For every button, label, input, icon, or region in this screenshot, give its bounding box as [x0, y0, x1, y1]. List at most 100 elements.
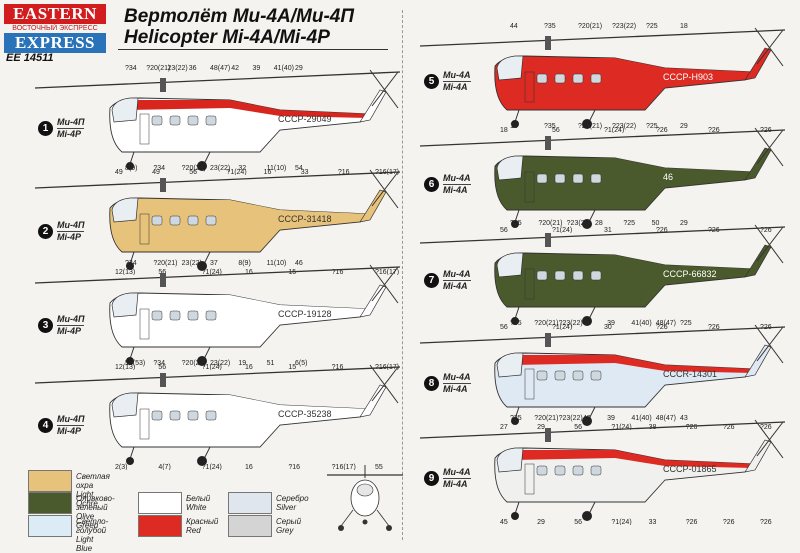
callout-number: ?1(24) — [202, 364, 222, 370]
callout-number: 12(13) — [115, 269, 135, 275]
callout-number: ?1(24) — [226, 169, 246, 175]
callout-number: 2(3) — [115, 464, 127, 470]
callout-number: 28 — [595, 220, 603, 227]
callout-number: ?16(17) — [332, 464, 356, 470]
callout-number: ?1(24) — [611, 424, 631, 430]
callout-number: 46 — [295, 260, 303, 267]
callout-number: 15 — [288, 364, 296, 370]
option-name-ru: Ми-4А — [443, 70, 471, 82]
main-rotor-blade — [34, 366, 401, 384]
cockpit-glazing — [111, 197, 139, 223]
legend-en: Grey — [276, 526, 294, 535]
callout-number: ?23(22) — [567, 220, 591, 227]
callout-number: ?26 — [723, 519, 735, 525]
brand-logo: EASTERN ВОСТОЧНЫЙ ЭКСПРЕСС EXPRESS — [4, 4, 106, 53]
cockpit-glazing — [496, 352, 524, 378]
callout-number: 38 — [649, 424, 657, 430]
callout-number: ?26 — [656, 324, 668, 330]
column-divider — [402, 10, 404, 540]
nose-wheel — [511, 120, 519, 128]
callout-number: 23(22) — [182, 260, 202, 267]
callout-number: ?26 — [760, 324, 772, 330]
callout-number: ?23(22) — [559, 415, 583, 422]
callout-number: 31 — [604, 227, 612, 233]
cockpit-glazing — [496, 155, 524, 181]
catalog-number: EE 14511 — [6, 52, 54, 64]
callout-number: 39 — [607, 320, 615, 327]
legend-en: Red — [186, 526, 201, 535]
registration-number: 46 — [663, 172, 673, 182]
legend-ru: Серый — [276, 517, 302, 526]
tail-rotor-blade — [756, 226, 784, 262]
tail-pylon — [359, 384, 387, 418]
fuselage-top-band — [125, 395, 370, 413]
callout-number: ?16(17) — [375, 269, 399, 275]
option-name-ru: Ми-4А — [443, 467, 471, 479]
callout-number: 16 — [245, 269, 253, 275]
callout-number: ?25 — [646, 23, 658, 30]
tail-rotor-blade — [754, 127, 784, 167]
callout-number: ?34 — [153, 360, 165, 367]
cockpit-glazing — [496, 252, 524, 278]
callout-number: 51 — [267, 360, 275, 367]
option-number: 1 — [38, 120, 53, 136]
callout-number: ?35 — [510, 220, 522, 227]
callout-number: 4(7) — [158, 464, 170, 470]
callout-number: 30 — [604, 324, 612, 330]
cabin-window — [151, 410, 163, 421]
cockpit-glazing — [496, 55, 524, 81]
nose-gear-strut — [129, 251, 135, 265]
rotor-mast — [545, 136, 551, 150]
brand-line2: ВОСТОЧНЫЙ ЭКСПРЕСС — [12, 25, 98, 32]
cabin-window — [205, 115, 217, 126]
callout-number: 16 — [245, 464, 253, 470]
fuselage-top-band — [510, 355, 755, 373]
callout-number: ?26 — [686, 424, 698, 430]
tail-pylon — [359, 284, 387, 318]
cabin-window — [590, 270, 602, 281]
callout-number: ?20(21) — [153, 260, 177, 267]
nose-wheel — [511, 417, 519, 425]
legend-ru: Светлая охра — [76, 472, 110, 490]
option-name-ru: Ми-4П — [57, 414, 85, 426]
rotor-mast — [545, 233, 551, 247]
callout-number: 56 — [574, 424, 582, 430]
callout-number: 18 — [500, 127, 508, 133]
callout-number: 56 — [189, 169, 197, 175]
nose-gear-strut — [129, 446, 135, 460]
callout-number: 32 — [238, 165, 246, 172]
callout-number: 23(22) — [210, 165, 230, 172]
cabin-window — [536, 465, 548, 476]
callout-number: ?20(21) — [146, 65, 170, 72]
callout-number: 56 — [500, 227, 508, 233]
callout-number: 29 — [537, 424, 545, 430]
callout-number: 41(40) — [631, 320, 651, 327]
tail-rotor-blade — [754, 27, 784, 67]
legend-ru: Оливково-зеленый — [76, 494, 115, 512]
cabin-door — [139, 308, 150, 340]
cabin-door — [524, 71, 535, 103]
cabin-window — [572, 173, 584, 184]
legend-swatch-red — [138, 515, 182, 537]
option-number: 5 — [424, 73, 439, 89]
callout-number: 14 — [510, 123, 518, 130]
main-rotor-blade — [419, 29, 786, 47]
cabin-window — [554, 465, 566, 476]
cabin-window — [590, 465, 602, 476]
cabin-door — [524, 463, 535, 495]
rotor-mast — [545, 428, 551, 442]
main-wheel — [197, 456, 207, 466]
fuselage-top-band — [510, 255, 755, 273]
legend-swatch-olive-green — [28, 492, 72, 514]
callout-number: 48(47) — [656, 320, 676, 327]
